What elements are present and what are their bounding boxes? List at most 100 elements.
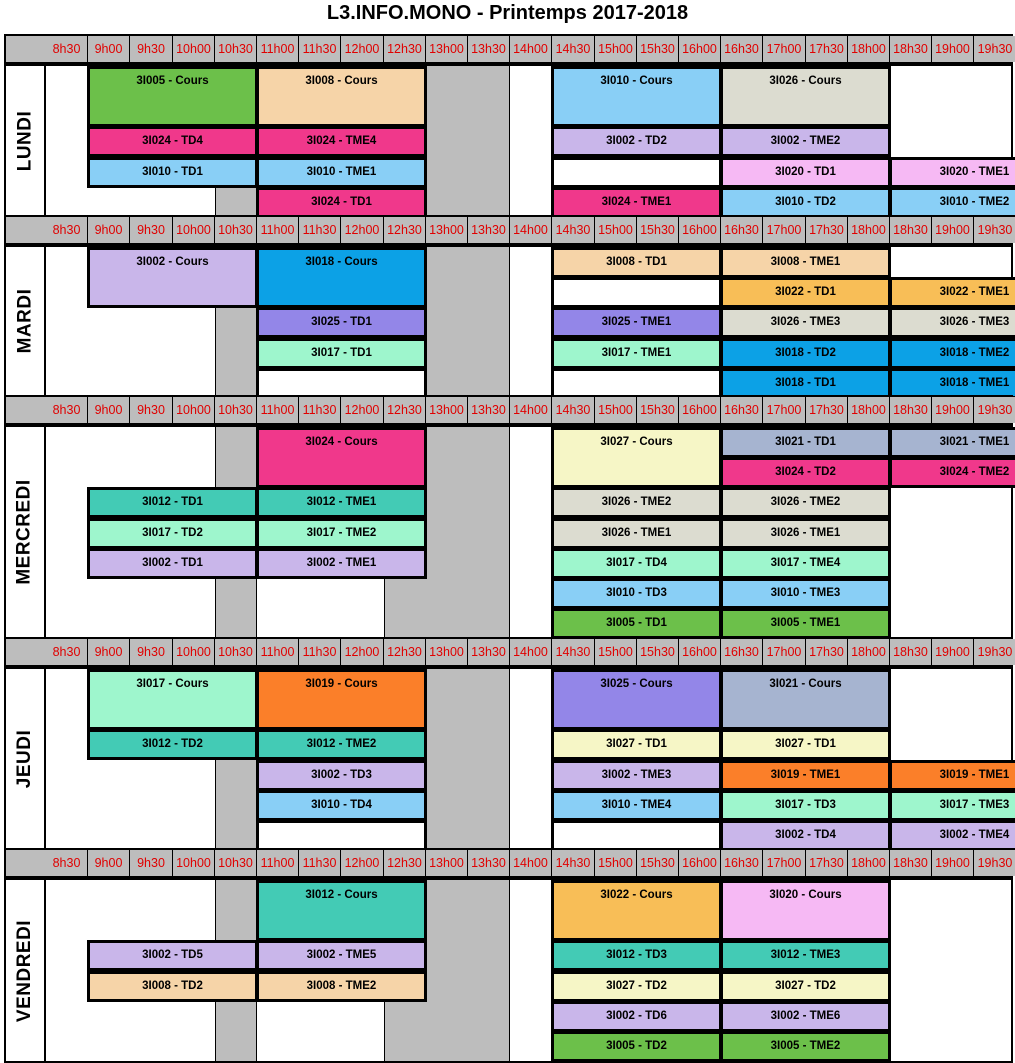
course-block[interactable]: 3I010 - Cours (551, 66, 722, 127)
course-block[interactable]: 3I010 - TD4 (256, 790, 427, 821)
course-block[interactable]: 3I021 - Cours (720, 669, 891, 730)
course-block[interactable]: 3I005 - TME1 (720, 608, 891, 639)
course-block[interactable]: 3I019 - TME1 (720, 760, 891, 791)
course-block[interactable]: 3I026 - TME2 (720, 487, 891, 518)
course-block[interactable]: 3I022 - TME1 (889, 277, 1015, 308)
course-block[interactable]: 3I002 - TME4 (889, 820, 1015, 851)
empty-block[interactable] (256, 820, 427, 851)
course-block[interactable]: 3I002 - TME1 (256, 548, 427, 579)
course-block[interactable]: 3I017 - TME1 (551, 338, 722, 369)
course-block[interactable]: 3I026 - TME3 (720, 307, 891, 338)
course-block[interactable]: 3I002 - TME5 (256, 940, 427, 971)
course-block[interactable]: 3I022 - TD1 (720, 277, 891, 308)
course-block[interactable]: 3I019 - TME1 (889, 760, 1015, 791)
course-block[interactable]: 3I008 - Cours (256, 66, 427, 127)
course-block[interactable]: 3I002 - TD1 (87, 548, 258, 579)
empty-block[interactable] (551, 820, 722, 851)
time-header-cell: 11h00 (257, 850, 299, 876)
course-block[interactable]: 3I005 - TD1 (551, 608, 722, 639)
course-block[interactable]: 3I002 - TD2 (551, 126, 722, 157)
course-block[interactable]: 3I005 - TD2 (551, 1031, 722, 1062)
empty-block[interactable] (551, 277, 722, 308)
course-block[interactable]: 3I002 - Cours (87, 247, 258, 308)
course-block[interactable]: 3I005 - TME2 (720, 1031, 891, 1062)
course-block[interactable]: 3I017 - TD2 (87, 518, 258, 549)
course-block[interactable]: 3I008 - TD2 (87, 971, 258, 1002)
day-name: MERCREDI (14, 479, 35, 585)
time-header-cell: 9h30 (130, 850, 173, 876)
course-block[interactable]: 3I017 - TME4 (720, 548, 891, 579)
course-block[interactable]: 3I010 - TD3 (551, 578, 722, 609)
time-header-cell: 14h30 (552, 850, 595, 876)
course-block[interactable]: 3I005 - Cours (87, 66, 258, 127)
time-header-cell: 12h30 (384, 639, 426, 665)
course-block[interactable]: 3I010 - TME4 (551, 790, 722, 821)
course-block[interactable]: 3I010 - TME3 (720, 578, 891, 609)
course-block[interactable]: 3I026 - TME3 (889, 307, 1015, 338)
course-block[interactable]: 3I008 - TME2 (256, 971, 427, 1002)
course-block[interactable]: 3I025 - TME1 (551, 307, 722, 338)
course-block[interactable]: 3I017 - TME3 (889, 790, 1015, 821)
course-block[interactable]: 3I027 - Cours (551, 427, 722, 488)
course-block[interactable]: 3I010 - TD2 (720, 187, 891, 218)
time-header-cell: 17h30 (806, 397, 848, 423)
course-block[interactable]: 3I018 - Cours (256, 247, 427, 308)
course-block[interactable]: 3I002 - TD6 (551, 1001, 722, 1032)
course-block[interactable]: 3I026 - TME1 (551, 518, 722, 549)
course-block[interactable]: 3I024 - TD1 (256, 187, 427, 218)
course-block[interactable]: 3I002 - TME6 (720, 1001, 891, 1032)
course-block[interactable]: 3I024 - TME1 (551, 187, 722, 218)
course-block[interactable]: 3I025 - Cours (551, 669, 722, 730)
course-block[interactable]: 3I027 - TD1 (720, 729, 891, 760)
course-block[interactable]: 3I017 - Cours (87, 669, 258, 730)
course-block[interactable]: 3I008 - TME1 (720, 247, 891, 278)
course-block[interactable]: 3I017 - TD1 (256, 338, 427, 369)
course-block[interactable]: 3I002 - TD4 (720, 820, 891, 851)
course-block[interactable]: 3I024 - TD2 (720, 457, 891, 488)
course-block[interactable]: 3I021 - TME1 (889, 427, 1015, 458)
course-block[interactable]: 3I012 - TME2 (256, 729, 427, 760)
course-block[interactable]: 3I012 - TD2 (87, 729, 258, 760)
empty-block[interactable] (551, 157, 722, 188)
course-block[interactable]: 3I002 - TD3 (256, 760, 427, 791)
course-block[interactable]: 3I018 - TD2 (720, 338, 891, 369)
course-block[interactable]: 3I012 - TD1 (87, 487, 258, 518)
course-block[interactable]: 3I026 - TME1 (720, 518, 891, 549)
course-block[interactable]: 3I020 - TME1 (889, 157, 1015, 188)
course-block[interactable]: 3I017 - TD3 (720, 790, 891, 821)
time-header-cell: 14h00 (510, 850, 552, 876)
course-block[interactable]: 3I002 - TME2 (720, 126, 891, 157)
day-name: VENDREDI (14, 919, 35, 1022)
course-block[interactable]: 3I026 - Cours (720, 66, 891, 127)
course-block[interactable]: 3I012 - TD3 (551, 940, 722, 971)
course-block[interactable]: 3I012 - Cours (256, 880, 427, 941)
course-block[interactable]: 3I020 - Cours (720, 880, 891, 941)
course-block[interactable]: 3I017 - TME2 (256, 518, 427, 549)
course-block[interactable]: 3I024 - TD4 (87, 126, 258, 157)
course-block[interactable]: 3I010 - TD1 (87, 157, 258, 188)
course-block[interactable]: 3I022 - Cours (551, 880, 722, 941)
course-block[interactable]: 3I010 - TME2 (889, 187, 1015, 218)
course-block[interactable]: 3I018 - TME2 (889, 338, 1015, 369)
course-block[interactable]: 3I021 - TD1 (720, 427, 891, 458)
course-block[interactable]: 3I024 - TME4 (256, 126, 427, 157)
course-block[interactable]: 3I024 - TME2 (889, 457, 1015, 488)
course-block[interactable]: 3I017 - TD4 (551, 548, 722, 579)
course-block[interactable]: 3I008 - TD1 (551, 247, 722, 278)
course-block[interactable]: 3I020 - TD1 (720, 157, 891, 188)
course-block[interactable]: 3I026 - TME2 (551, 487, 722, 518)
course-block[interactable]: 3I012 - TME3 (720, 940, 891, 971)
day-label: VENDREDI (6, 880, 46, 1061)
course-block[interactable]: 3I018 - TME1 (889, 368, 1015, 399)
course-block[interactable]: 3I012 - TME1 (256, 487, 427, 518)
course-block[interactable]: 3I027 - TD2 (720, 971, 891, 1002)
time-header-cell: 17h00 (763, 217, 806, 243)
course-block[interactable]: 3I024 - Cours (256, 427, 427, 488)
course-block[interactable]: 3I002 - TME3 (551, 760, 722, 791)
course-block[interactable]: 3I019 - Cours (256, 669, 427, 730)
course-block[interactable]: 3I027 - TD2 (551, 971, 722, 1002)
course-block[interactable]: 3I027 - TD1 (551, 729, 722, 760)
course-block[interactable]: 3I002 - TD5 (87, 940, 258, 971)
course-block[interactable]: 3I010 - TME1 (256, 157, 427, 188)
course-block[interactable]: 3I025 - TD1 (256, 307, 427, 338)
